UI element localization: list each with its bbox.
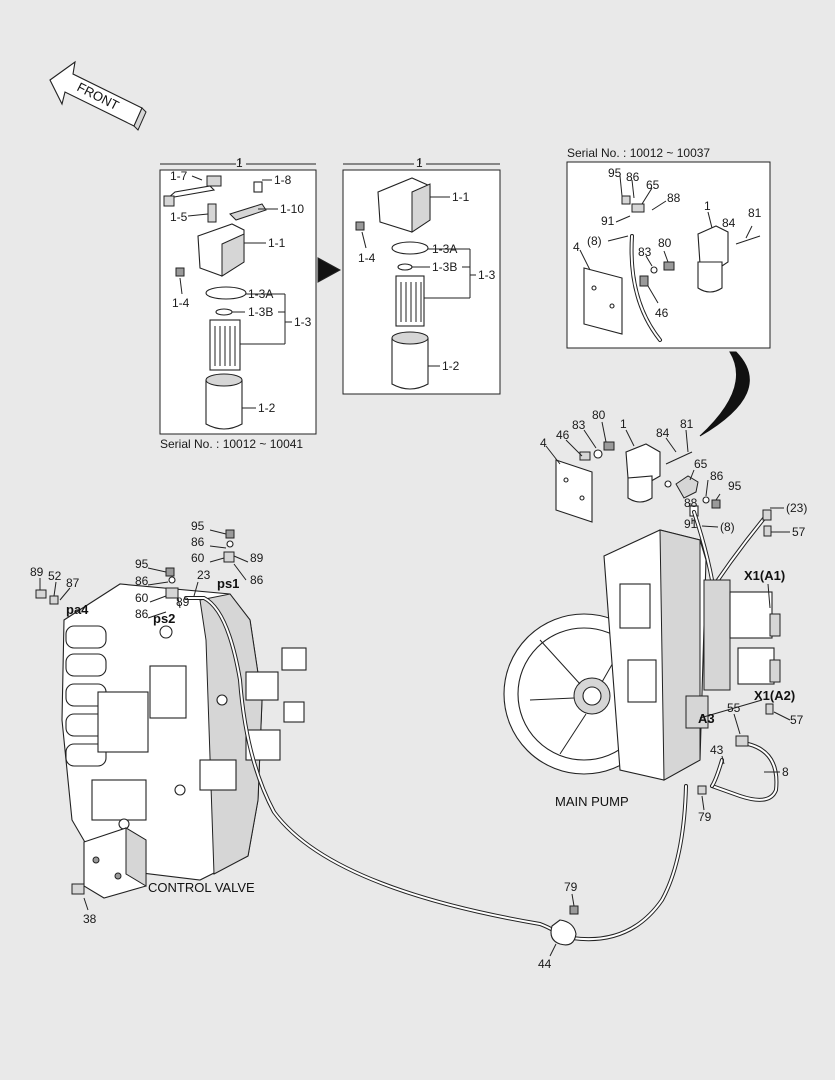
detail-label: 4: [540, 436, 547, 450]
port-ps2: ps2: [153, 611, 175, 626]
control-valve-caption: CONTROL VALVE: [148, 880, 255, 895]
port-pa4: pa4: [66, 602, 89, 617]
detail-label: 81: [680, 417, 694, 431]
detail-label: 86: [710, 469, 724, 483]
control-valve: CONTROL VALVE pa4 ps1 ps2 89 52 87 95 86…: [30, 519, 688, 942]
hose-clamp: 79 44: [538, 880, 579, 971]
box3-label: (8): [587, 234, 602, 248]
next-arrow-icon: [317, 257, 342, 283]
box3-label: 81: [748, 206, 762, 220]
box1-label: 1-3: [294, 315, 312, 329]
box3-label: 4: [573, 240, 580, 254]
detail-label: 57: [792, 525, 806, 539]
main-pump: MAIN PUMP X1(A1) X1(A2) A3 57 55 43 8 79: [503, 529, 804, 824]
detail-label: 65: [694, 457, 708, 471]
detail-label: 84: [656, 426, 670, 440]
valve-label: 23: [197, 568, 211, 582]
box1-number: 1: [236, 156, 243, 170]
detail-label: 83: [572, 418, 586, 432]
detail-label: (23): [786, 501, 807, 515]
pump-label: 43: [710, 743, 724, 757]
box1-label: 1-5: [170, 210, 188, 224]
valve-label: 89: [250, 551, 264, 565]
box1-label: 1-1: [268, 236, 286, 250]
front-arrow: FRONT: [49, 60, 147, 131]
filter-box-3: Serial No. : 10012 ~ 10037 95 86 65: [566, 146, 771, 349]
detail-label: 88: [684, 496, 698, 510]
port-a3: A3: [698, 711, 715, 726]
port-ps1: ps1: [217, 576, 239, 591]
clamp-label: 44: [538, 957, 552, 971]
pump-label: 8: [782, 765, 789, 779]
box2-number: 1: [416, 156, 423, 170]
valve-label: 87: [66, 576, 80, 590]
valve-label: 86: [191, 535, 205, 549]
box2-label: 1-3: [478, 268, 496, 282]
box2-label: 1-2: [442, 359, 460, 373]
box3-label: 80: [658, 236, 672, 250]
box3-serial: Serial No. : 10012 ~ 10037: [567, 146, 710, 160]
filter-detail: 4 46 83 80 1 84 81 65 86 95 88 91 (8) (2…: [540, 408, 807, 606]
box2-label: 1-3A: [432, 242, 457, 256]
pump-label: 55: [727, 701, 741, 715]
box2-label: 1-1: [452, 190, 470, 204]
valve-label: 86: [135, 574, 149, 588]
pump-label: 79: [698, 810, 712, 824]
box1-label: 1-4: [172, 296, 190, 310]
valve-label: 52: [48, 569, 62, 583]
valve-label: 86: [135, 607, 149, 621]
box2-label: 1-4: [358, 251, 376, 265]
valve-label: 60: [191, 551, 205, 565]
port-x1-a1: X1(A1): [744, 568, 785, 583]
box1-label: 1-7: [170, 169, 188, 183]
box3-label: 86: [626, 170, 640, 184]
box3-label: 84: [722, 216, 736, 230]
port-x1-a2: X1(A2): [754, 688, 795, 703]
detail-label: (8): [720, 520, 735, 534]
box1-label: 1-2: [258, 401, 276, 415]
box1-label: 1-10: [280, 202, 304, 216]
valve-label: 86: [250, 573, 264, 587]
pump-label: 57: [790, 713, 804, 727]
box3-label: 1: [704, 199, 711, 213]
valve-label: 95: [135, 557, 149, 571]
valve-label: 89: [30, 565, 44, 579]
box1-label: 1-3A: [248, 287, 273, 301]
callout-pointer: [699, 351, 750, 437]
box1-label: 1-3B: [248, 305, 273, 319]
filter-box-2: 1 1-1 1-4 1-3A 1-3B 1-3 1-2: [342, 156, 501, 395]
box2-label: 1-3B: [432, 260, 457, 274]
box3-label: 91: [601, 214, 615, 228]
valve-label: 95: [191, 519, 205, 533]
box3-label: 83: [638, 245, 652, 259]
box3-label: 46: [655, 306, 669, 320]
valve-label: 89: [176, 595, 190, 609]
box3-label: 95: [608, 166, 622, 180]
detail-label: 46: [556, 428, 570, 442]
main-pump-caption: MAIN PUMP: [555, 794, 629, 809]
valve-label: 60: [135, 591, 149, 605]
box1-label: 1-8: [274, 173, 292, 187]
detail-label: 91: [684, 517, 698, 531]
box3-label: 65: [646, 178, 660, 192]
detail-label: 95: [728, 479, 742, 493]
filter-box-1: 1 Serial No. : 10012 ~ 10041: [159, 156, 317, 451]
box1-serial: Serial No. : 10012 ~ 10041: [160, 437, 303, 451]
valve-label: 38: [83, 912, 97, 926]
box3-label: 88: [667, 191, 681, 205]
clamp-label: 79: [564, 880, 578, 894]
detail-label: 1: [620, 417, 627, 431]
detail-label: 80: [592, 408, 606, 422]
